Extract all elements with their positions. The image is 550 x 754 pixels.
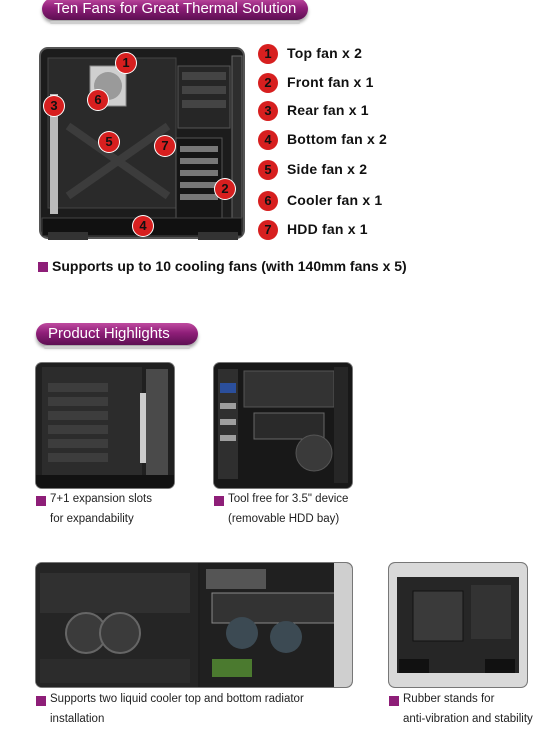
marker-7: 7: [155, 136, 175, 156]
marker-5: 5: [99, 132, 119, 152]
marker-4: 4: [133, 216, 153, 236]
legend-number: 5: [258, 160, 278, 180]
cooling-note: Supports up to 10 cooling fans (with 140…: [52, 258, 407, 274]
marker-1: 1: [116, 53, 136, 73]
legend-label: Front fan x 1: [287, 74, 374, 90]
legend-label: Cooler fan x 1: [287, 192, 383, 208]
marker-2: 2: [215, 179, 235, 199]
caption-hdd-line2: (removable HDD bay): [228, 513, 340, 525]
marker-3: 3: [44, 96, 64, 116]
hdd-bay-drawing: [214, 363, 352, 488]
legend-label: Top fan x 2: [287, 45, 363, 61]
section-title-thermal-text: Ten Fans for Great Thermal Solution: [54, 0, 297, 17]
legend-number: 2: [258, 73, 278, 93]
bullet-square: [36, 696, 46, 706]
caption-stands-line1: Rubber stands for: [403, 693, 495, 705]
legend-number: 1: [258, 44, 278, 64]
expansion-slots-photo: [36, 363, 174, 488]
caption-expansion-line1: 7+1 expansion slots: [50, 493, 152, 505]
expansion-slots-drawing: [36, 363, 174, 488]
legend-label: Rear fan x 1: [287, 102, 369, 118]
legend-label: Bottom fan x 2: [287, 131, 388, 147]
section-title-highlights-text: Product Highlights: [48, 325, 170, 342]
rubber-stands-photo: [389, 563, 527, 687]
legend-number: 4: [258, 130, 278, 150]
caption-cooler-line1: Supports two liquid cooler top and botto…: [50, 693, 304, 705]
caption-expansion-line2: for expandability: [50, 513, 134, 525]
legend-label: HDD fan x 1: [287, 221, 368, 237]
case-interior-image: 1 3 6 5 7 2 4: [38, 46, 246, 242]
legend-number: 3: [258, 101, 278, 121]
marker-6: 6: [88, 90, 108, 110]
liquid-cooler-photo: [36, 563, 352, 687]
bullet-square: [214, 496, 224, 506]
bullet-square: [389, 696, 399, 706]
caption-hdd-line1: Tool free for 3.5" device: [228, 493, 349, 505]
section-title-highlights: Product Highlights: [36, 323, 198, 349]
liquid-cooler-drawing: [36, 563, 352, 687]
bullet-square: [38, 262, 48, 272]
rubber-stands-drawing: [389, 563, 527, 687]
hdd-bay-photo: [214, 363, 352, 488]
case-interior-drawing: [39, 47, 245, 240]
caption-cooler-line2: installation: [50, 713, 105, 725]
legend-label: Side fan x 2: [287, 161, 368, 177]
section-title-thermal: Ten Fans for Great Thermal Solution: [42, 0, 308, 24]
legend-number: 7: [258, 220, 278, 240]
caption-stands-line2: anti-vibration and stability: [403, 713, 533, 725]
legend-number: 6: [258, 191, 278, 211]
bullet-square: [36, 496, 46, 506]
